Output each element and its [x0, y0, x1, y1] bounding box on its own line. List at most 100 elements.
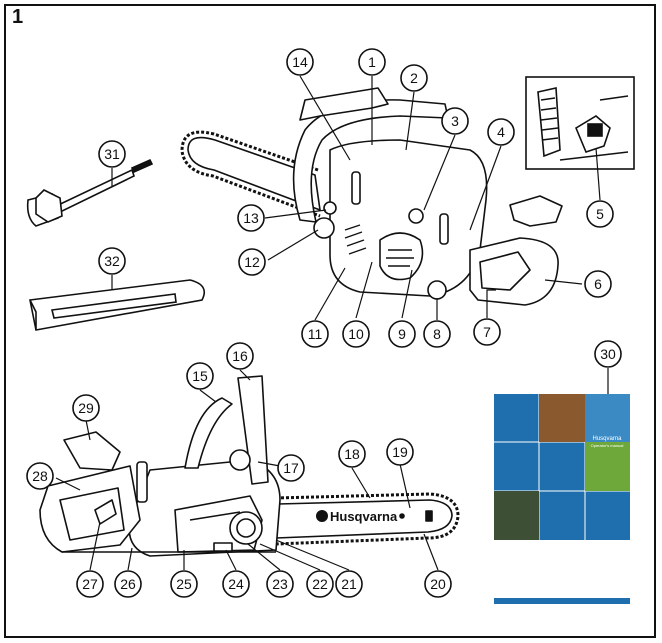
callout-label: 7 — [483, 324, 491, 340]
top-grip-strip-right — [439, 213, 449, 245]
callout-8: 8 — [423, 320, 451, 348]
callout-13: 13 — [237, 204, 265, 232]
callout-29: 29 — [72, 394, 100, 422]
bottom-throttle-trigger — [94, 499, 117, 525]
callout-circle — [306, 570, 334, 598]
top-grip-strip-left — [351, 171, 361, 205]
callout-circle — [400, 64, 428, 92]
callout-label: 1 — [368, 54, 376, 70]
combination-spanner-illustration — [26, 158, 154, 227]
callout-circle — [98, 247, 126, 275]
inset-detail — [525, 76, 635, 170]
callout-label: 14 — [292, 54, 308, 70]
callout-circle — [586, 200, 614, 228]
callout-label: 13 — [243, 210, 259, 226]
brand-logo-group: Husqvarna — [316, 509, 398, 524]
callout-circle — [487, 118, 515, 146]
manual-brand: Husqvarna — [592, 436, 622, 442]
callout-label: 30 — [600, 346, 616, 362]
callout-17: 17 — [277, 454, 305, 482]
bottom-knob — [229, 449, 251, 471]
callout-circle — [388, 320, 416, 348]
callout-30: 30 — [594, 340, 622, 368]
callout-label: 9 — [398, 326, 406, 342]
husqvarna-crown-icon — [316, 510, 328, 522]
callout-26: 26 — [114, 570, 142, 598]
callout-circle — [424, 570, 452, 598]
top-starter-cover — [379, 232, 424, 281]
top-saw-chain — [180, 130, 321, 218]
callout-label: 27 — [82, 576, 98, 592]
callout-24: 24 — [222, 570, 250, 598]
top-guide-bar — [187, 136, 321, 211]
bottom-guide-bar — [275, 499, 453, 539]
callout-circle — [76, 570, 104, 598]
callout-circle — [301, 320, 329, 348]
callout-label: 2 — [410, 70, 418, 86]
callout-label: 8 — [433, 326, 441, 342]
callout-circle — [72, 394, 100, 422]
callout-circle — [473, 318, 501, 346]
figure-frame — [4, 4, 656, 638]
callout-18: 18 — [338, 440, 366, 468]
callout-9: 9 — [388, 320, 416, 348]
callout-label: 24 — [228, 576, 244, 592]
callout-label: 16 — [232, 348, 248, 364]
bottom-front-handle — [184, 397, 233, 469]
bottom-rear-handle-guard — [63, 431, 121, 471]
callout-7: 7 — [473, 318, 501, 346]
callout-circle — [170, 570, 198, 598]
callout-circle — [342, 320, 370, 348]
callout-11: 11 — [301, 320, 329, 348]
callout-circle — [335, 570, 363, 598]
callout-28: 28 — [26, 462, 54, 490]
callout-label: 28 — [32, 468, 48, 484]
callout-10: 10 — [342, 320, 370, 348]
callout-22: 22 — [306, 570, 334, 598]
top-chain-brake-knob — [313, 217, 335, 239]
callout-circle — [441, 107, 469, 135]
callout-16: 16 — [226, 342, 254, 370]
callout-2: 2 — [400, 64, 428, 92]
top-rear-handle — [469, 237, 559, 306]
operators-manual-illustration: Husqvarna Operator's manual — [494, 394, 630, 604]
callout-circle — [277, 454, 305, 482]
callout-31: 31 — [98, 140, 126, 168]
bottom-chain-catcher — [213, 542, 233, 552]
callout-4: 4 — [487, 118, 515, 146]
bottom-bar-knob — [229, 511, 263, 545]
callout-6: 6 — [584, 270, 612, 298]
callout-label: 19 — [392, 444, 408, 460]
figure-number: 1 — [12, 6, 24, 28]
callout-label: 12 — [244, 254, 260, 270]
top-oil-cap — [427, 280, 447, 300]
callout-circle — [26, 462, 54, 490]
callout-21: 21 — [335, 570, 363, 598]
callout-circle — [98, 140, 126, 168]
callout-32: 32 — [98, 247, 126, 275]
callout-label: 3 — [451, 113, 459, 129]
callout-circle — [114, 570, 142, 598]
callout-circle — [186, 362, 214, 390]
bar-brand-label: Husqvarna — [330, 509, 398, 524]
callout-circle — [386, 438, 414, 466]
callout-label: 22 — [312, 576, 328, 592]
bottom-chainsaw-illustration — [39, 375, 460, 557]
top-fuel-cap — [408, 208, 424, 224]
callout-12: 12 — [238, 248, 266, 276]
callout-23: 23 — [266, 570, 294, 598]
bar-guard-illustration — [29, 279, 206, 331]
callout-label: 23 — [272, 576, 288, 592]
callout-label: 25 — [176, 576, 192, 592]
callout-15: 15 — [186, 362, 214, 390]
callout-27: 27 — [76, 570, 104, 598]
manual-subtext: Operator's manual — [591, 443, 624, 448]
top-tension-knob — [323, 201, 337, 215]
callout-label: 20 — [430, 576, 446, 592]
callout-3: 3 — [441, 107, 469, 135]
callout-19: 19 — [386, 438, 414, 466]
callout-label: 26 — [120, 576, 136, 592]
callout-label: 32 — [104, 253, 120, 269]
callout-circle — [338, 440, 366, 468]
